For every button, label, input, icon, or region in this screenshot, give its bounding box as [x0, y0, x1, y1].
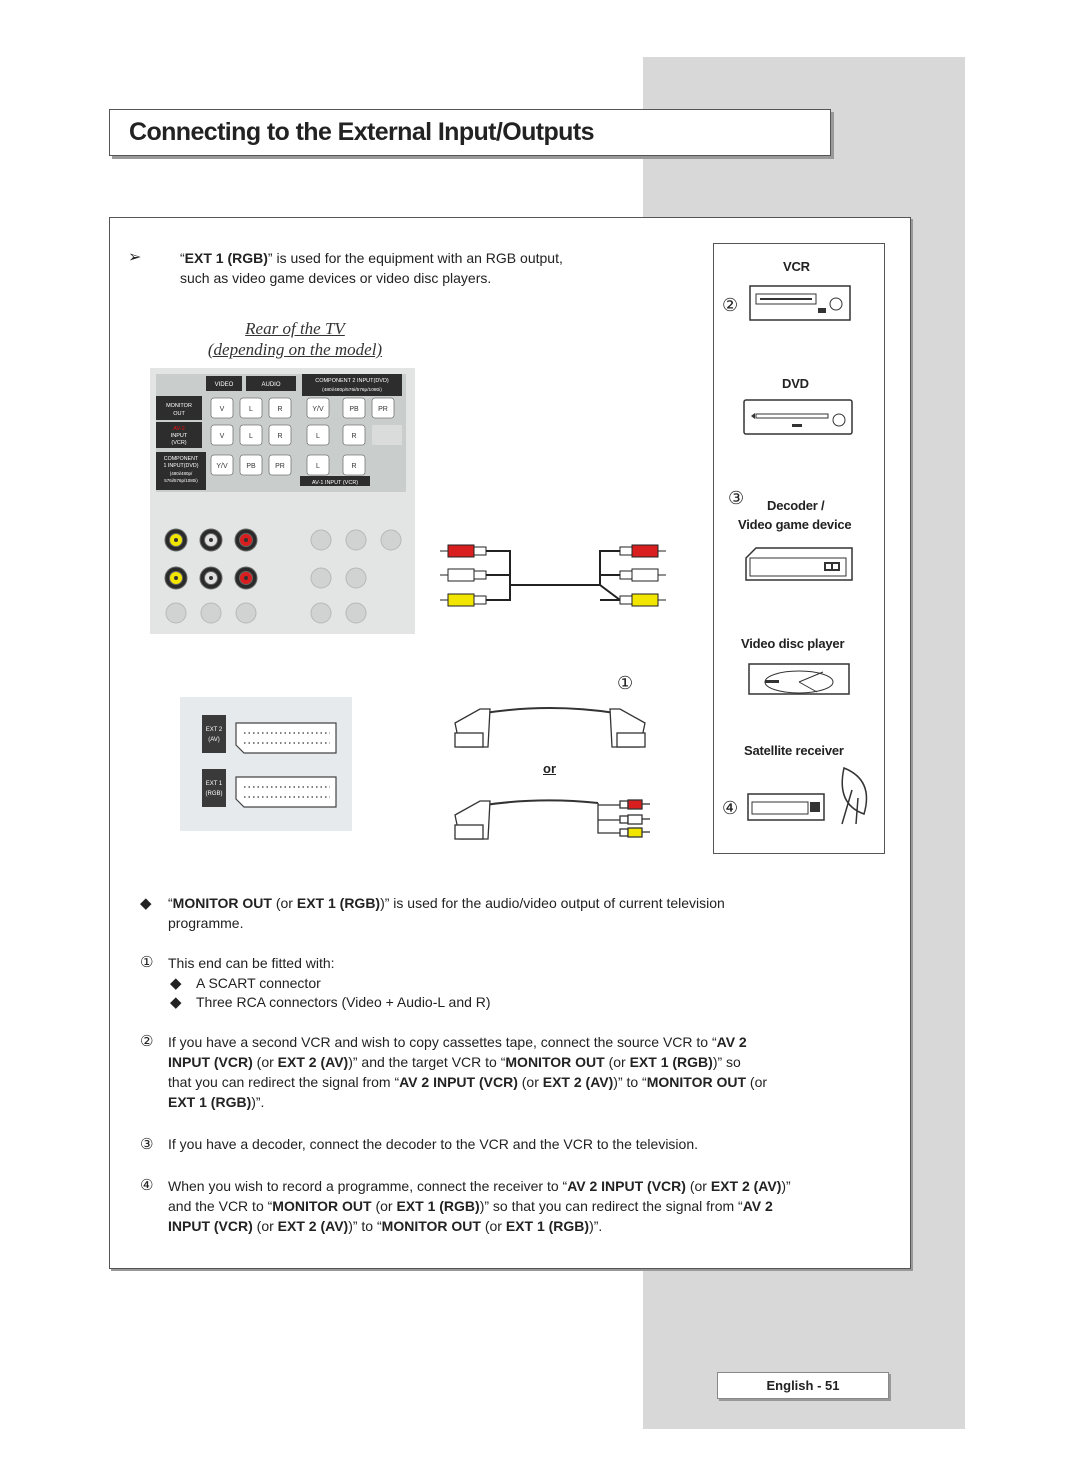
scart-rca-cable — [454, 799, 650, 840]
panel-comp2-header: COMPONENT 2 INPUT(DVD) — [315, 378, 389, 384]
page-title: Connecting to the External Input/Outputs — [129, 118, 594, 146]
or-label: or — [543, 761, 556, 776]
rear-panel-illustration: VIDEO AUDIO COMPONENT 2 INPUT(DVD) (480i… — [150, 368, 415, 634]
svg-text:L: L — [249, 406, 253, 413]
rear-of-tv-label: Rear of the TV (depending on the model) — [207, 319, 383, 359]
svg-text:V: V — [220, 433, 225, 440]
item3-paragraph: If you have a decoder, connect the decod… — [168, 1136, 698, 1152]
marker-three: ③ — [728, 488, 745, 509]
scart-cable — [454, 707, 646, 748]
svg-text:L: L — [316, 463, 320, 470]
svg-text:L: L — [316, 433, 320, 440]
item4-marker: ④ — [140, 1176, 154, 1194]
svg-text:(480i/480p/: (480i/480p/ — [170, 471, 193, 476]
svg-text:Y/V: Y/V — [312, 406, 324, 413]
rca-jack-grid — [164, 528, 402, 624]
marker-four: ④ — [722, 798, 739, 819]
panel-comp2-sub: (480i/480p/576i/576p/1080i) — [322, 387, 382, 393]
videodisc-icon — [748, 663, 850, 695]
svg-text:INPUT: INPUT — [171, 433, 188, 439]
svg-text:PB: PB — [349, 406, 359, 413]
bullet-diamond: ◆ — [170, 974, 182, 992]
decoder-icon — [745, 547, 853, 581]
dvd-label: DVD — [782, 376, 809, 391]
ext1-label: EXT 1 — [206, 781, 223, 787]
arrow-icon: ➢ — [128, 249, 142, 266]
svg-text:PB: PB — [246, 463, 256, 470]
vcr-label: VCR — [783, 259, 810, 274]
marker-one: ① — [617, 673, 634, 694]
svg-text:(VCR): (VCR) — [171, 440, 186, 446]
svg-text:Y/V: Y/V — [216, 463, 228, 470]
svg-text:PR: PR — [378, 406, 388, 413]
videodisc-label: Video disc player — [741, 636, 845, 651]
title-box: Connecting to the External Input/Outputs — [109, 109, 831, 156]
item1-scart: A SCART connector — [196, 975, 321, 991]
ext2-label: EXT 2 — [206, 727, 223, 733]
svg-text:(AV): (AV) — [208, 737, 220, 743]
svg-text:576i/576p/1080i): 576i/576p/1080i) — [164, 478, 198, 483]
dvd-icon — [743, 399, 853, 435]
scart-panel-illustration: EXT 2 (AV) EXT 1 (RGB) — [180, 697, 352, 831]
marker-two: ② — [722, 295, 739, 316]
panel-av1-label: AV-1 INPUT (VCR) — [312, 480, 358, 486]
bullet-diamond: ◆ — [170, 993, 182, 1011]
svg-text:R: R — [277, 433, 282, 440]
svg-text:COMPONENT: COMPONENT — [164, 456, 199, 462]
panel-video-header: VIDEO — [215, 382, 234, 388]
vcr-icon — [749, 285, 851, 321]
svg-text:L: L — [249, 433, 253, 440]
satellite-receiver-icon — [747, 766, 868, 825]
svg-text:MONITOR: MONITOR — [166, 403, 192, 409]
page-number: English - 51 — [717, 1372, 889, 1399]
rca-cable — [440, 544, 666, 607]
rgb-note-text: “EXT 1 (RGB)” is used for the equipment … — [180, 250, 563, 286]
item2-paragraph: If you have a second VCR and wish to cop… — [168, 1034, 768, 1110]
svg-text:R: R — [277, 406, 282, 413]
item1-marker: ① — [140, 953, 154, 971]
satellite-label: Satellite receiver — [744, 743, 844, 758]
item1-rca: Three RCA connectors (Video + Audio-L an… — [196, 994, 491, 1010]
panel-audio-header: AUDIO — [261, 382, 280, 388]
svg-text:1 INPUT(DVD): 1 INPUT(DVD) — [163, 463, 198, 469]
monitor-out-paragraph: “MONITOR OUT (or EXT 1 (RGB))” is used f… — [168, 895, 725, 931]
videogame-label: Video game device — [738, 517, 852, 532]
item3-marker: ③ — [140, 1135, 154, 1153]
bullet-diamond: ◆ — [140, 894, 152, 912]
svg-text:(RGB): (RGB) — [206, 791, 223, 797]
cable-diagram — [440, 544, 666, 840]
item4-paragraph: When you wish to record a programme, con… — [168, 1178, 791, 1234]
svg-text:PR: PR — [275, 463, 285, 470]
decoder-label: Decoder / — [767, 498, 825, 513]
svg-text:OUT: OUT — [173, 411, 185, 417]
svg-text:AV-2: AV-2 — [173, 426, 185, 432]
svg-text:V: V — [220, 406, 225, 413]
item2-marker: ② — [140, 1032, 154, 1050]
svg-text:R: R — [351, 433, 356, 440]
svg-text:R: R — [351, 463, 356, 470]
item1-intro: This end can be fitted with: — [168, 955, 335, 971]
